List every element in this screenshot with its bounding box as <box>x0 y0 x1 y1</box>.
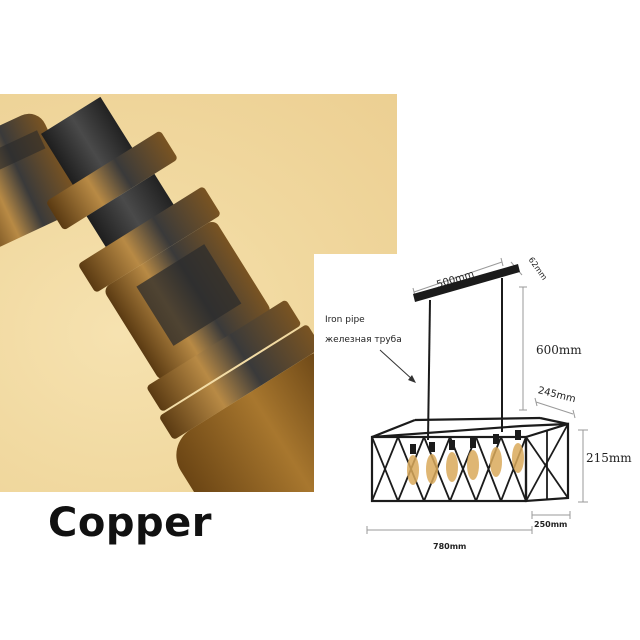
bulb-icon <box>467 438 479 480</box>
cage-depth-top-dimension: 245mm <box>534 385 577 419</box>
dimension-panel <box>314 254 640 554</box>
drop-height-dimension: 600mm <box>519 286 582 411</box>
suspension-rod-left <box>427 299 431 441</box>
finish-label: Copper <box>48 500 212 546</box>
cage-height-label: 215mm <box>586 451 632 465</box>
dimension-diagram: 500mm 62mm 600mm Iron pipe железная труб… <box>325 256 632 551</box>
bulb-icon <box>426 442 438 484</box>
drop-height-label: 600mm <box>536 343 582 357</box>
bulb-icon <box>446 440 458 482</box>
canopy-width-label: 62mm <box>527 256 549 282</box>
callout-line-2: железная труба <box>325 335 402 345</box>
cage-length-label: 780mm <box>433 542 466 551</box>
ceiling-canopy <box>413 264 520 302</box>
cage-depth-bottom-label: 250mm <box>534 520 567 529</box>
bulb-icon <box>490 434 502 477</box>
callout-line-1: Iron pipe <box>325 315 365 325</box>
bulb-icon <box>407 444 419 485</box>
cage-depth-bottom-dimension: 250mm <box>531 511 571 529</box>
callout-arrow-icon <box>379 349 416 383</box>
cage-height-dimension: 215mm <box>578 429 632 503</box>
cage-length-dimension: 780mm <box>366 526 533 551</box>
bulbs <box>407 430 524 485</box>
cage-depth-top-label: 245mm <box>537 385 577 405</box>
bulb-icon <box>512 430 524 473</box>
